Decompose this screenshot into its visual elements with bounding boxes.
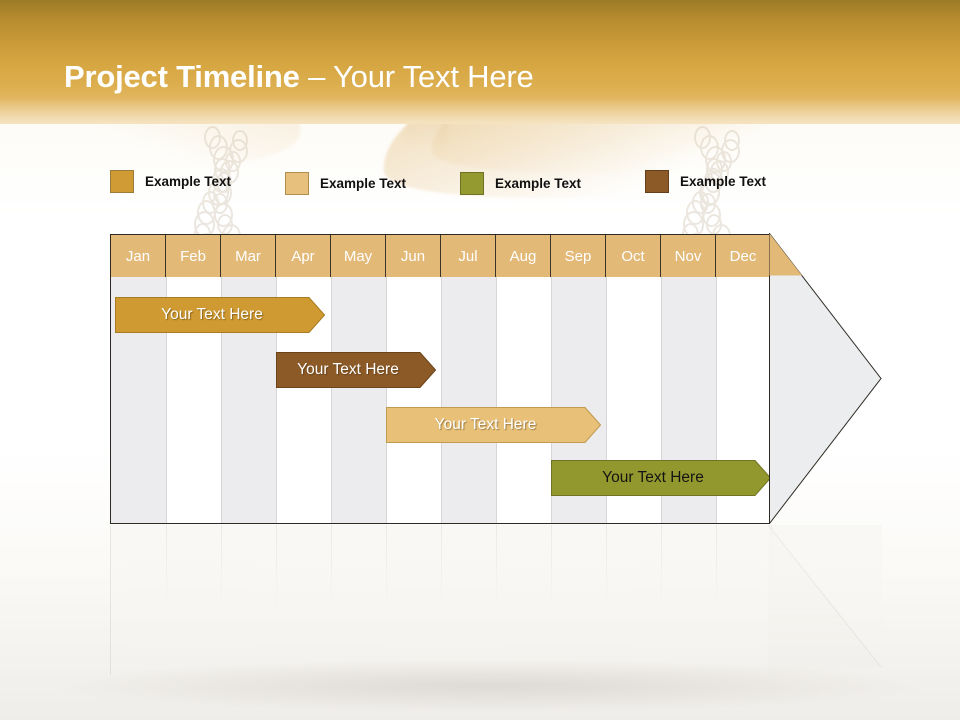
task-bar-shape-1 <box>115 297 325 333</box>
legend-item-3: Example Text <box>460 172 581 195</box>
legend-swatch-2 <box>285 172 309 195</box>
task-bar-2[interactable]: Your Text Here <box>276 352 436 388</box>
month-header-apr[interactable]: Apr <box>276 235 331 277</box>
legend-label-3: Example Text <box>495 176 582 191</box>
legend-label-4: Example Text <box>680 174 767 189</box>
task-bar-1[interactable]: Your Text Here <box>115 297 325 333</box>
legend-label-2: Example Text <box>320 176 407 191</box>
legend-item-2: Example Text <box>285 172 406 195</box>
month-header-jun[interactable]: Jun <box>386 235 441 277</box>
task-bar-shape-4 <box>551 460 771 496</box>
task-bar-shape-3 <box>386 407 601 443</box>
legend-swatch-1 <box>110 170 134 193</box>
month-header-nov[interactable]: Nov <box>661 235 716 277</box>
task-bar-3[interactable]: Your Text Here <box>386 407 601 443</box>
month-column-mar <box>221 235 276 523</box>
column-divider <box>276 277 277 523</box>
legend-item-4: Example Text <box>645 170 766 193</box>
month-header-jan[interactable]: Jan <box>111 235 166 277</box>
legend-item-1: Example Text <box>110 170 231 193</box>
column-divider <box>716 277 717 523</box>
legend-swatch-3 <box>460 172 484 195</box>
legend-swatch-4 <box>645 170 669 193</box>
month-column-jul <box>441 235 496 523</box>
page-title-strong: Project Timeline <box>64 59 300 94</box>
month-header-may[interactable]: May <box>331 235 386 277</box>
column-divider <box>551 277 552 523</box>
timeline-arrow-head <box>769 232 882 525</box>
month-column-jan <box>111 235 166 523</box>
month-column-aug <box>496 235 551 523</box>
month-column-feb <box>166 235 221 523</box>
column-divider <box>661 277 662 523</box>
month-header-aug[interactable]: Aug <box>496 235 551 277</box>
month-header-sep[interactable]: Sep <box>551 235 606 277</box>
column-divider <box>331 277 332 523</box>
column-divider <box>386 277 387 523</box>
page-title: Project Timeline – Your Text Here <box>64 60 534 94</box>
column-divider <box>606 277 607 523</box>
column-divider <box>166 277 167 523</box>
column-divider <box>221 277 222 523</box>
month-header-dec[interactable]: Dec <box>716 235 771 277</box>
legend-label-1: Example Text <box>145 174 232 189</box>
month-header-oct[interactable]: Oct <box>606 235 661 277</box>
month-header-jul[interactable]: Jul <box>441 235 496 277</box>
page-title-light: – Your Text Here <box>308 59 534 94</box>
month-header-mar[interactable]: Mar <box>221 235 276 277</box>
column-divider <box>496 277 497 523</box>
month-header-feb[interactable]: Feb <box>166 235 221 277</box>
column-divider <box>441 277 442 523</box>
header-band <box>0 0 960 124</box>
task-bar-4[interactable]: Your Text Here <box>551 460 771 496</box>
task-bar-shape-2 <box>276 352 436 388</box>
